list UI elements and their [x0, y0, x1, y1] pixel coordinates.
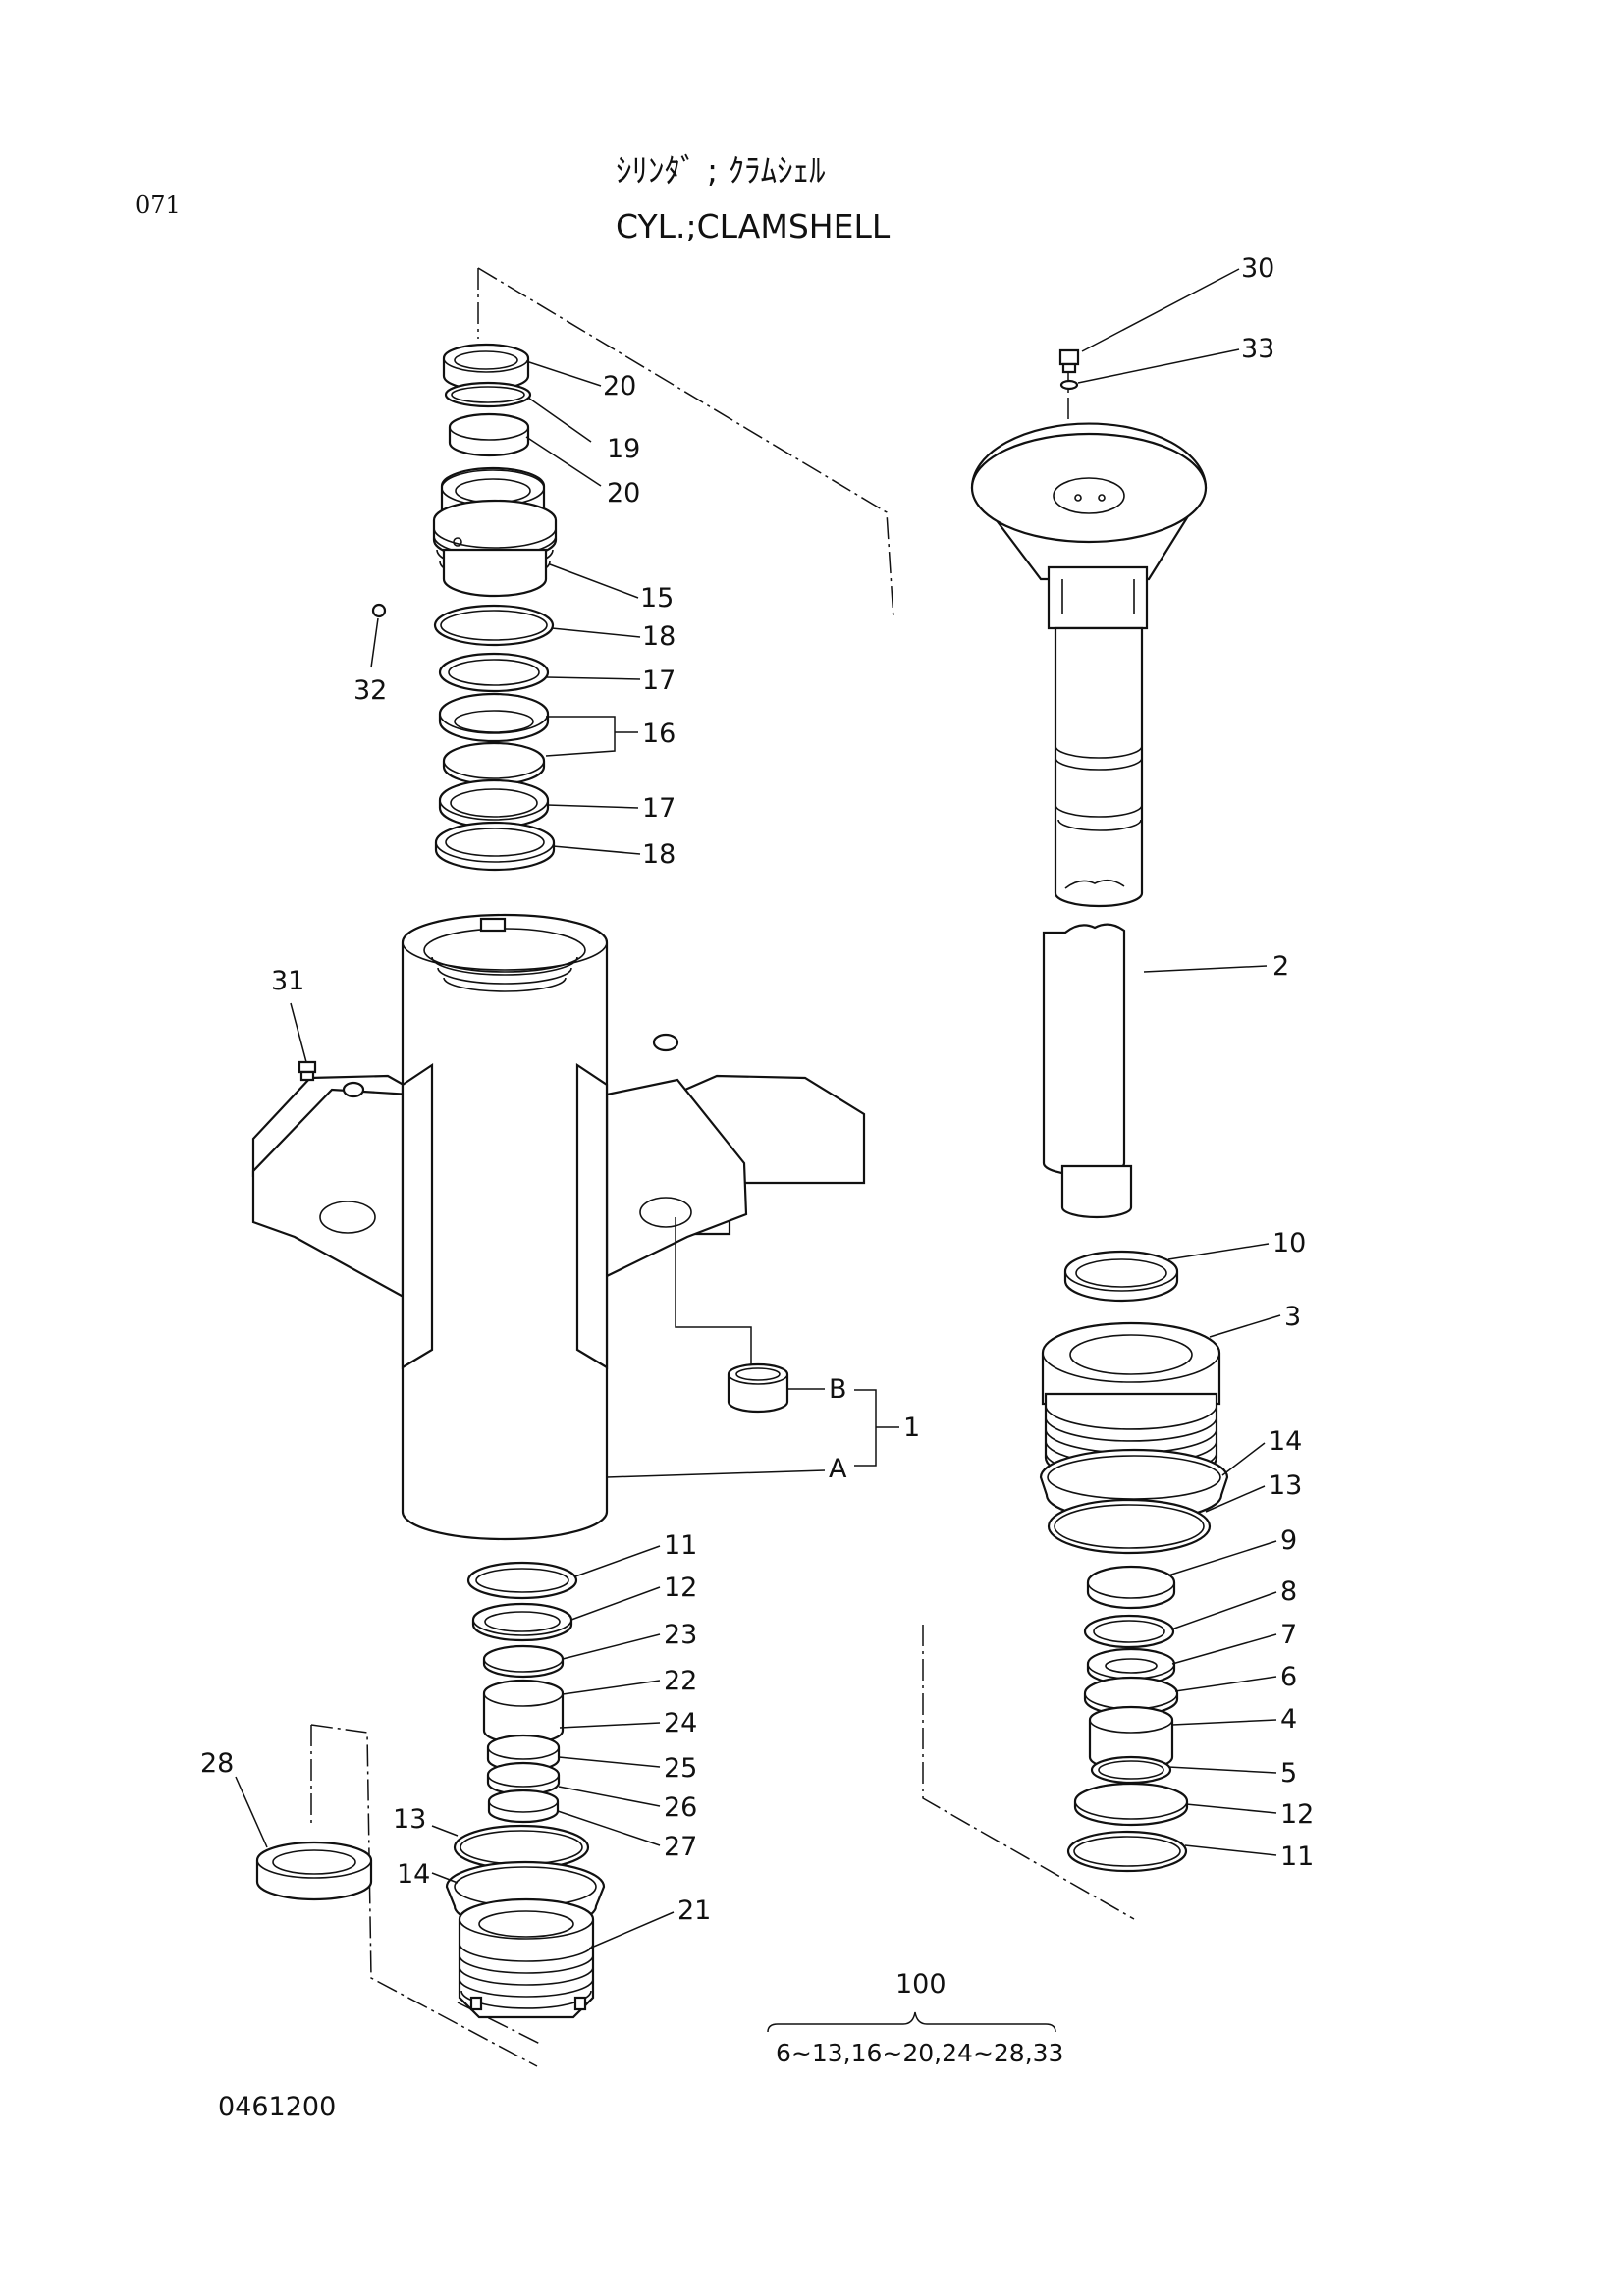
callout-32: 32 [353, 675, 387, 706]
cylinder-tube [251, 913, 866, 1541]
callout-B: B [829, 1374, 847, 1405]
callout-33: 33 [1241, 334, 1274, 364]
callout-19: 19 [607, 434, 640, 464]
callout-28: 28 [200, 1748, 234, 1779]
callout-20-top: 20 [603, 371, 636, 401]
piston-seal-stack [445, 1561, 606, 2019]
callout-13-right: 13 [1269, 1470, 1302, 1501]
callout-11-left: 11 [664, 1530, 697, 1561]
callout-27: 27 [664, 1832, 697, 1862]
callout-23: 23 [664, 1620, 697, 1650]
kit-contents: 6~13,16~20,24~28,33 [776, 2039, 1063, 2067]
callout-21: 21 [677, 1896, 711, 1926]
callout-7: 7 [1280, 1620, 1297, 1650]
callout-14-right: 14 [1269, 1426, 1302, 1457]
callout-13-left: 13 [393, 1804, 426, 1835]
callout-labels: 30 33 2 10 3 14 13 9 8 7 6 4 5 12 11 20 … [200, 253, 1314, 1926]
callout-14-left: 14 [397, 1859, 430, 1890]
callout-12-right: 12 [1280, 1799, 1314, 1830]
callout-9: 9 [1280, 1525, 1297, 1556]
rod-seal-stack [371, 343, 558, 872]
callout-A: A [829, 1454, 847, 1484]
callout-15: 15 [640, 583, 674, 614]
bushing-b [727, 1362, 789, 1414]
title-english: CYL.;CLAMSHELL [616, 207, 891, 245]
callout-17-top: 17 [642, 666, 676, 696]
drawing-number: 0461200 [218, 2092, 336, 2122]
callout-30: 30 [1241, 253, 1274, 284]
kit-number: 100 [895, 1969, 947, 2000]
head-seal-stack [1039, 1250, 1229, 1873]
callout-22: 22 [664, 1666, 697, 1696]
callout-4: 4 [1280, 1704, 1297, 1735]
callout-24: 24 [664, 1708, 697, 1738]
callout-17-bottom: 17 [642, 793, 676, 824]
piston-rod [970, 348, 1208, 908]
callout-25: 25 [664, 1753, 697, 1784]
callout-3: 3 [1284, 1302, 1301, 1332]
callout-31: 31 [271, 966, 304, 996]
callout-5: 5 [1280, 1758, 1297, 1789]
callout-8: 8 [1280, 1576, 1297, 1607]
title-japanese: ｼﾘﾝﾀﾞ ; ｸﾗﾑｼｪﾙ [616, 151, 826, 189]
callout-18-bottom: 18 [642, 839, 676, 870]
callout-1: 1 [903, 1413, 920, 1443]
callout-11-right: 11 [1280, 1842, 1314, 1872]
callout-16: 16 [642, 719, 676, 749]
page-code: 071 [135, 191, 181, 219]
callout-2: 2 [1272, 951, 1289, 982]
callout-18-top: 18 [642, 621, 676, 652]
wiper-ring [255, 1841, 373, 1901]
callout-6: 6 [1280, 1662, 1297, 1692]
callout-26: 26 [664, 1792, 697, 1823]
callout-12-left: 12 [664, 1573, 697, 1603]
leader-lines [235, 268, 1281, 2033]
callout-10: 10 [1272, 1228, 1306, 1258]
rod-extension [1042, 923, 1133, 1219]
callout-20-bottom: 20 [607, 478, 640, 508]
